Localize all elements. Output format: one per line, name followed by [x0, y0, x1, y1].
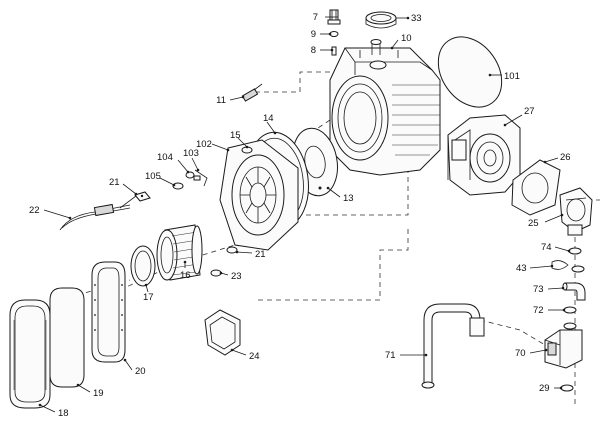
callout-23: 23 — [231, 271, 242, 282]
callout-26: 26 — [560, 152, 571, 163]
part-17-ring — [130, 245, 156, 287]
callout-101: 101 — [504, 71, 520, 82]
part-70-gas-valve — [544, 322, 583, 369]
part-26-fan-gasket — [511, 159, 561, 216]
callout-102: 102 — [196, 139, 212, 150]
part-74-washer — [568, 247, 582, 255]
callout-21: 21 — [109, 177, 120, 188]
part-16-burner — [156, 224, 203, 281]
callout-16: 16 — [180, 270, 191, 281]
callout-43: 43 — [516, 263, 527, 274]
callout-17: 17 — [143, 292, 154, 303]
callout-19: 19 — [93, 388, 104, 399]
part-71-gas-pipe — [421, 303, 485, 389]
callout-13: 13 — [343, 193, 354, 204]
part-11-sensor — [241, 83, 263, 102]
part-102-burner-door — [219, 139, 299, 251]
callout-14: 14 — [263, 113, 274, 124]
part-19-gasket — [49, 287, 85, 388]
part-73-elbow — [562, 282, 586, 301]
part-101-gasket — [437, 36, 503, 108]
part-72-washer — [563, 306, 577, 314]
part-43-clip — [551, 260, 585, 273]
callout-72: 72 — [533, 305, 544, 316]
callout-104: 104 — [157, 152, 173, 163]
callout-9: 9 — [311, 29, 316, 40]
callout-18: 18 — [58, 408, 69, 419]
part-10-heat-exchanger — [329, 39, 441, 176]
callout-10: 10 — [401, 33, 412, 44]
callout-8: 8 — [311, 45, 316, 56]
part-27-fan-housing — [447, 114, 521, 196]
callout-70: 70 — [515, 348, 526, 359]
part-29-washer — [560, 384, 574, 392]
part-25-venturi — [559, 187, 593, 236]
callout-7: 7 — [313, 12, 318, 23]
part-33-ring — [365, 11, 397, 29]
callout-73: 73 — [533, 284, 544, 295]
part-23-gasket — [210, 269, 222, 277]
part-20-frame-gasket — [91, 261, 126, 363]
callout-33: 33 — [411, 13, 422, 24]
part-7-fitting — [327, 9, 341, 25]
callout-103: 103 — [183, 148, 199, 159]
part-18-cover — [9, 299, 51, 409]
callout-20: 20 — [135, 366, 146, 377]
callout-25: 25 — [528, 218, 539, 229]
part-104-electrode-gasket — [185, 171, 195, 179]
callout-74: 74 — [541, 242, 552, 253]
callout-11: 11 — [216, 95, 226, 106]
callout-105: 105 — [145, 171, 161, 182]
part-103-ignition-electrode — [193, 169, 208, 187]
callout-27: 27 — [524, 106, 535, 117]
callout-15: 15 — [230, 130, 241, 141]
part-21-bracket-upper — [134, 191, 151, 202]
part-24-gasket-plate — [204, 309, 241, 356]
part-105-gasket — [172, 182, 184, 190]
callout-22: 22 — [29, 205, 40, 216]
part-21-gasket-lower — [226, 246, 238, 254]
callout-labels: 7 33 9 10 8 101 11 27 14 102 15 26 104 1… — [29, 12, 571, 419]
callout-24: 24 — [249, 351, 260, 362]
callout-71: 71 — [385, 350, 396, 361]
callout-leaders — [38, 16, 571, 413]
part-22-cable — [59, 195, 137, 231]
callout-29: 29 — [539, 383, 550, 394]
callout-21-lower: 21 — [255, 249, 266, 260]
